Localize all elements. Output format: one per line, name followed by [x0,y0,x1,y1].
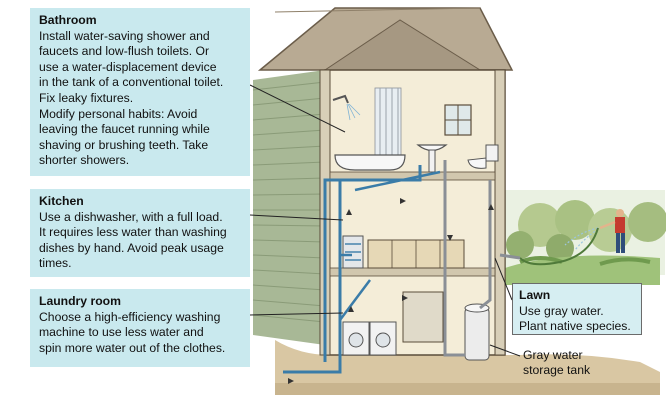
kitchen-line: Use a dishwasher, with a full load. [39,210,241,226]
laundry-line: spin more water out of the clothes. [39,341,241,357]
kitchen-line: It requires less water than washing [39,225,241,241]
laundry-callout: Laundry room Choose a high-efficiency wa… [30,289,250,367]
tank-label-line: storage tank [523,363,590,378]
lawn-line: Use gray water. [519,304,635,320]
roof [260,8,512,70]
bathroom-line: leaving the faucet running while [39,122,241,138]
bathroom-callout: Bathroom Install water-saving shower and… [30,8,250,176]
laundry-line: Choose a high-efficiency washing [39,310,241,326]
laundry-title: Laundry room [39,294,241,310]
bathroom-line: in the tank of a conventional toilet. [39,75,241,91]
bathroom-line: faucets and low-flush toilets. Or [39,44,241,60]
bathroom-line: Fix leaky fixtures. [39,91,241,107]
kitchen-line: times. [39,256,241,272]
kitchen-callout: Kitchen Use a dishwasher, with a full lo… [30,189,250,277]
lawn-line: Plant native species. [519,319,635,335]
tank-label-line: Gray water [523,348,590,363]
gray-water-storage-tank [465,304,489,360]
lawn-title: Lawn [519,288,635,304]
kitchen-title: Kitchen [39,194,241,210]
lawn-scenery [505,190,666,285]
laundry-line: machine to use less water and [39,325,241,341]
bathroom-title: Bathroom [39,13,241,29]
bathroom-line: Install water-saving shower and [39,29,241,45]
side-wall-siding [253,70,325,345]
bathroom-line: use a water-displacement device [39,60,241,76]
bathroom-line: shorter showers. [39,153,241,169]
bathroom-line: Modify personal habits: Avoid [39,107,241,123]
kitchen-line: dishes by hand. Avoid peak usage [39,241,241,257]
bathroom-line: shaving or brushing teeth. Take [39,138,241,154]
gray-water-tank-label: Gray water storage tank [523,348,590,378]
lawn-callout: Lawn Use gray water. Plant native specie… [512,283,642,335]
